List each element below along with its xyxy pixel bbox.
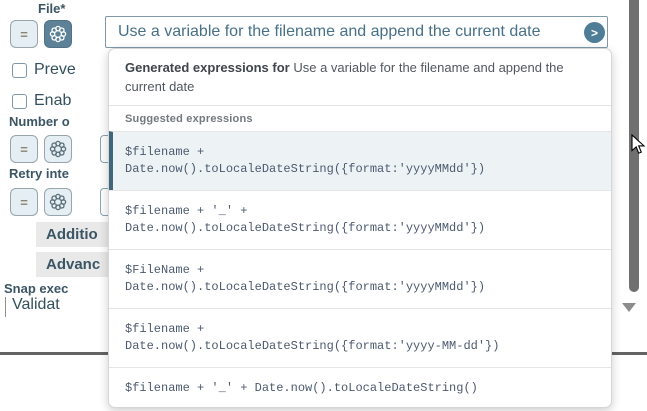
enable-checkbox-label: Enab bbox=[34, 92, 72, 109]
chevron-right-icon: > bbox=[590, 25, 598, 40]
equals-icon: = bbox=[20, 26, 28, 42]
enable-checkbox[interactable] bbox=[12, 94, 27, 109]
snap-execution-select[interactable]: Validat bbox=[12, 296, 60, 313]
generated-expressions-panel: Generated expressions for Use a variable… bbox=[108, 48, 612, 408]
retries-expression-toggle-button[interactable]: = bbox=[10, 135, 38, 163]
retry-interval-label: Retry inte bbox=[9, 166, 69, 181]
file-field-label: File* bbox=[38, 1, 66, 16]
suggestion-item[interactable]: $filename + '_' + Date.now().toLocaleDat… bbox=[109, 367, 611, 407]
suggestion-item[interactable]: $FileName + Date.now().toLocaleDateStrin… bbox=[109, 249, 611, 308]
file-suggest-button[interactable] bbox=[44, 20, 72, 48]
panel-header: Generated expressions for Use a variable… bbox=[109, 49, 611, 105]
flower-icon bbox=[49, 25, 67, 43]
prevent-checkbox-label: Preve bbox=[34, 61, 76, 78]
panel-header-bold: Generated expressions for bbox=[125, 60, 290, 75]
snap-execution-select-border bbox=[5, 297, 6, 317]
retries-suggest-button[interactable] bbox=[44, 135, 72, 163]
expand-suggestions-button[interactable]: > bbox=[584, 22, 605, 43]
suggested-expressions-label: Suggested expressions bbox=[109, 105, 611, 131]
file-expression-toggle-button[interactable]: = bbox=[10, 20, 38, 48]
scrollbar-down-arrow-icon[interactable] bbox=[622, 303, 636, 312]
panel-header-prompt: Use a variable for the filename and appe… bbox=[125, 60, 564, 94]
equals-icon: = bbox=[20, 141, 28, 157]
suggestion-item[interactable]: $filename + '_' + Date.now().toLocaleDat… bbox=[109, 190, 611, 249]
interval-expression-toggle-button[interactable]: = bbox=[10, 188, 38, 216]
prevent-checkbox[interactable] bbox=[12, 63, 27, 78]
equals-icon: = bbox=[20, 194, 28, 210]
file-input[interactable] bbox=[105, 16, 608, 48]
suggestion-item[interactable]: $filename + Date.now().toLocaleDateStrin… bbox=[109, 308, 611, 367]
interval-suggest-button[interactable] bbox=[44, 188, 72, 216]
flower-icon bbox=[49, 193, 67, 211]
number-of-retries-label: Number o bbox=[9, 114, 70, 129]
flower-icon bbox=[49, 140, 67, 158]
scrollbar-thumb[interactable] bbox=[629, 0, 639, 292]
snap-execution-label: Snap exec bbox=[4, 281, 69, 296]
suggestion-item[interactable]: $filename + Date.now().toLocaleDateStrin… bbox=[109, 131, 611, 190]
